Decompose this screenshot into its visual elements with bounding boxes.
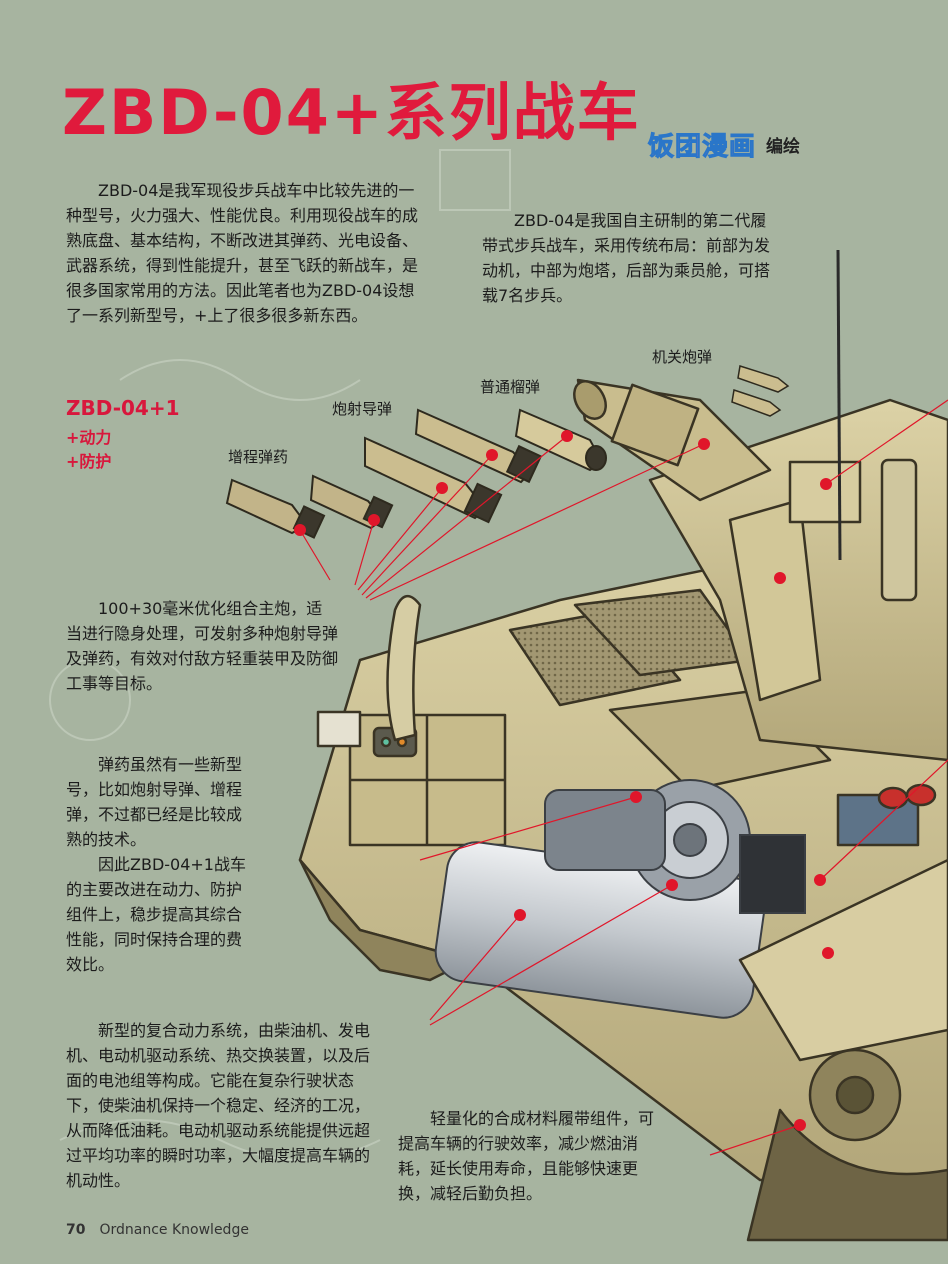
ammo-extended-range — [225, 474, 394, 539]
magazine-name: Ordnance Knowledge — [99, 1222, 249, 1238]
track-paragraph: 轻量化的合成材料履带组件，可提高车辆的行驶效率，减少燃油消耗，延长使用寿命，且能… — [398, 1109, 655, 1203]
layout-paragraph: ZBD-04是我国自主研制的第二代履带式步兵战车，采用传统布局：前部为发动机，中… — [482, 211, 771, 305]
brand-role: 编绘 — [766, 137, 801, 157]
ammo-gun-missile — [364, 408, 543, 524]
variant-name: ZBD-04+1 — [66, 396, 180, 420]
main-gun-paragraph: 100+30毫米优化组合主炮，适当进行隐身处理，可发射多种炮射导弹及弹药，有效对… — [66, 599, 339, 693]
intro-paragraph: ZBD-04是我军现役步兵战车中比较先进的一种型号，火力强大、性能优良。利用现役… — [66, 181, 419, 325]
label-mg-round: 机关炮弹 — [652, 348, 713, 366]
author-credit: 饭团漫画 编绘 — [647, 126, 801, 163]
feature-item: +动力 — [66, 428, 112, 447]
page-footer: 70 Ordnance Knowledge — [66, 1222, 249, 1238]
front-track — [738, 858, 948, 1242]
leader-lines — [299, 399, 948, 1156]
callout-dots — [294, 430, 834, 1131]
page-number: 70 — [66, 1222, 86, 1238]
focus-paragraph: 因此ZBD-04+1战车的主要改进在动力、防护组件上，稳步提高其综合性能，同时保… — [66, 855, 246, 974]
turret — [573, 249, 948, 847]
page-title: ZBD-04+系列战车 — [62, 76, 641, 149]
label-extended-range: 增程弹药 — [228, 448, 289, 466]
label-gun-missile: 炮射导弹 — [332, 400, 393, 418]
label-he-shell: 普通榴弹 — [480, 378, 541, 396]
background-sketch — [49, 149, 511, 1161]
ammo-he-shell — [514, 408, 607, 472]
variant-features: +动力 +防护 — [66, 426, 111, 474]
feature-item: +防护 — [66, 452, 112, 471]
ammo-paragraph: 弹药虽然有一些新型号，比如炮射导弹、增程弹，不过都已经是比较成熟的技术。 — [66, 755, 243, 849]
power-paragraph: 新型的复合动力系统，由柴油机、发电机、电动机驱动系统、热交换装置，以及后面的电池… — [66, 1021, 371, 1190]
ammo-mg-round — [731, 365, 790, 417]
brand-logo: 饭团漫画 — [647, 132, 757, 163]
